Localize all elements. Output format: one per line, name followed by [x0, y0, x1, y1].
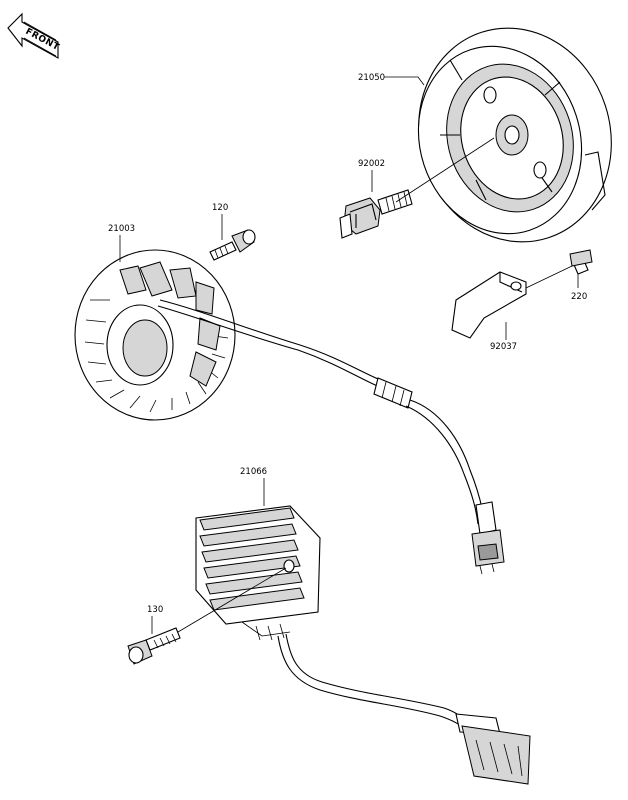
svg-text:21003: 21003 [108, 224, 135, 234]
front-arrow-icon: FRONT [7, 12, 61, 59]
bolt-130 [127, 627, 181, 665]
flywheel-rotor [417, 27, 612, 243]
label-92037: 92037 [490, 322, 517, 352]
label-21066: 21066 [240, 467, 267, 506]
svg-text:21066: 21066 [240, 467, 267, 477]
regulator-cable [277, 633, 531, 785]
svg-text:120: 120 [212, 203, 228, 213]
svg-text:130: 130 [147, 605, 163, 615]
label-21050: 21050 [358, 73, 425, 86]
label-21003: 21003 [108, 224, 135, 262]
regulator-rectifier [195, 505, 321, 641]
bolt-92002 [339, 189, 413, 239]
svg-text:21050: 21050 [358, 73, 385, 83]
stator-coil [74, 249, 386, 421]
bolt-120 [209, 229, 256, 261]
label-92002: 92002 [358, 137, 495, 203]
svg-text:220: 220 [571, 292, 587, 302]
svg-text:92002: 92002 [358, 159, 385, 169]
stator-wire-harness [373, 377, 505, 575]
label-130: 130 [147, 567, 287, 634]
bolt-220 [569, 249, 593, 275]
label-220: 220 [525, 265, 587, 302]
bracket-92037 [451, 271, 527, 339]
label-120: 120 [212, 203, 228, 240]
svg-text:92037: 92037 [490, 342, 517, 352]
